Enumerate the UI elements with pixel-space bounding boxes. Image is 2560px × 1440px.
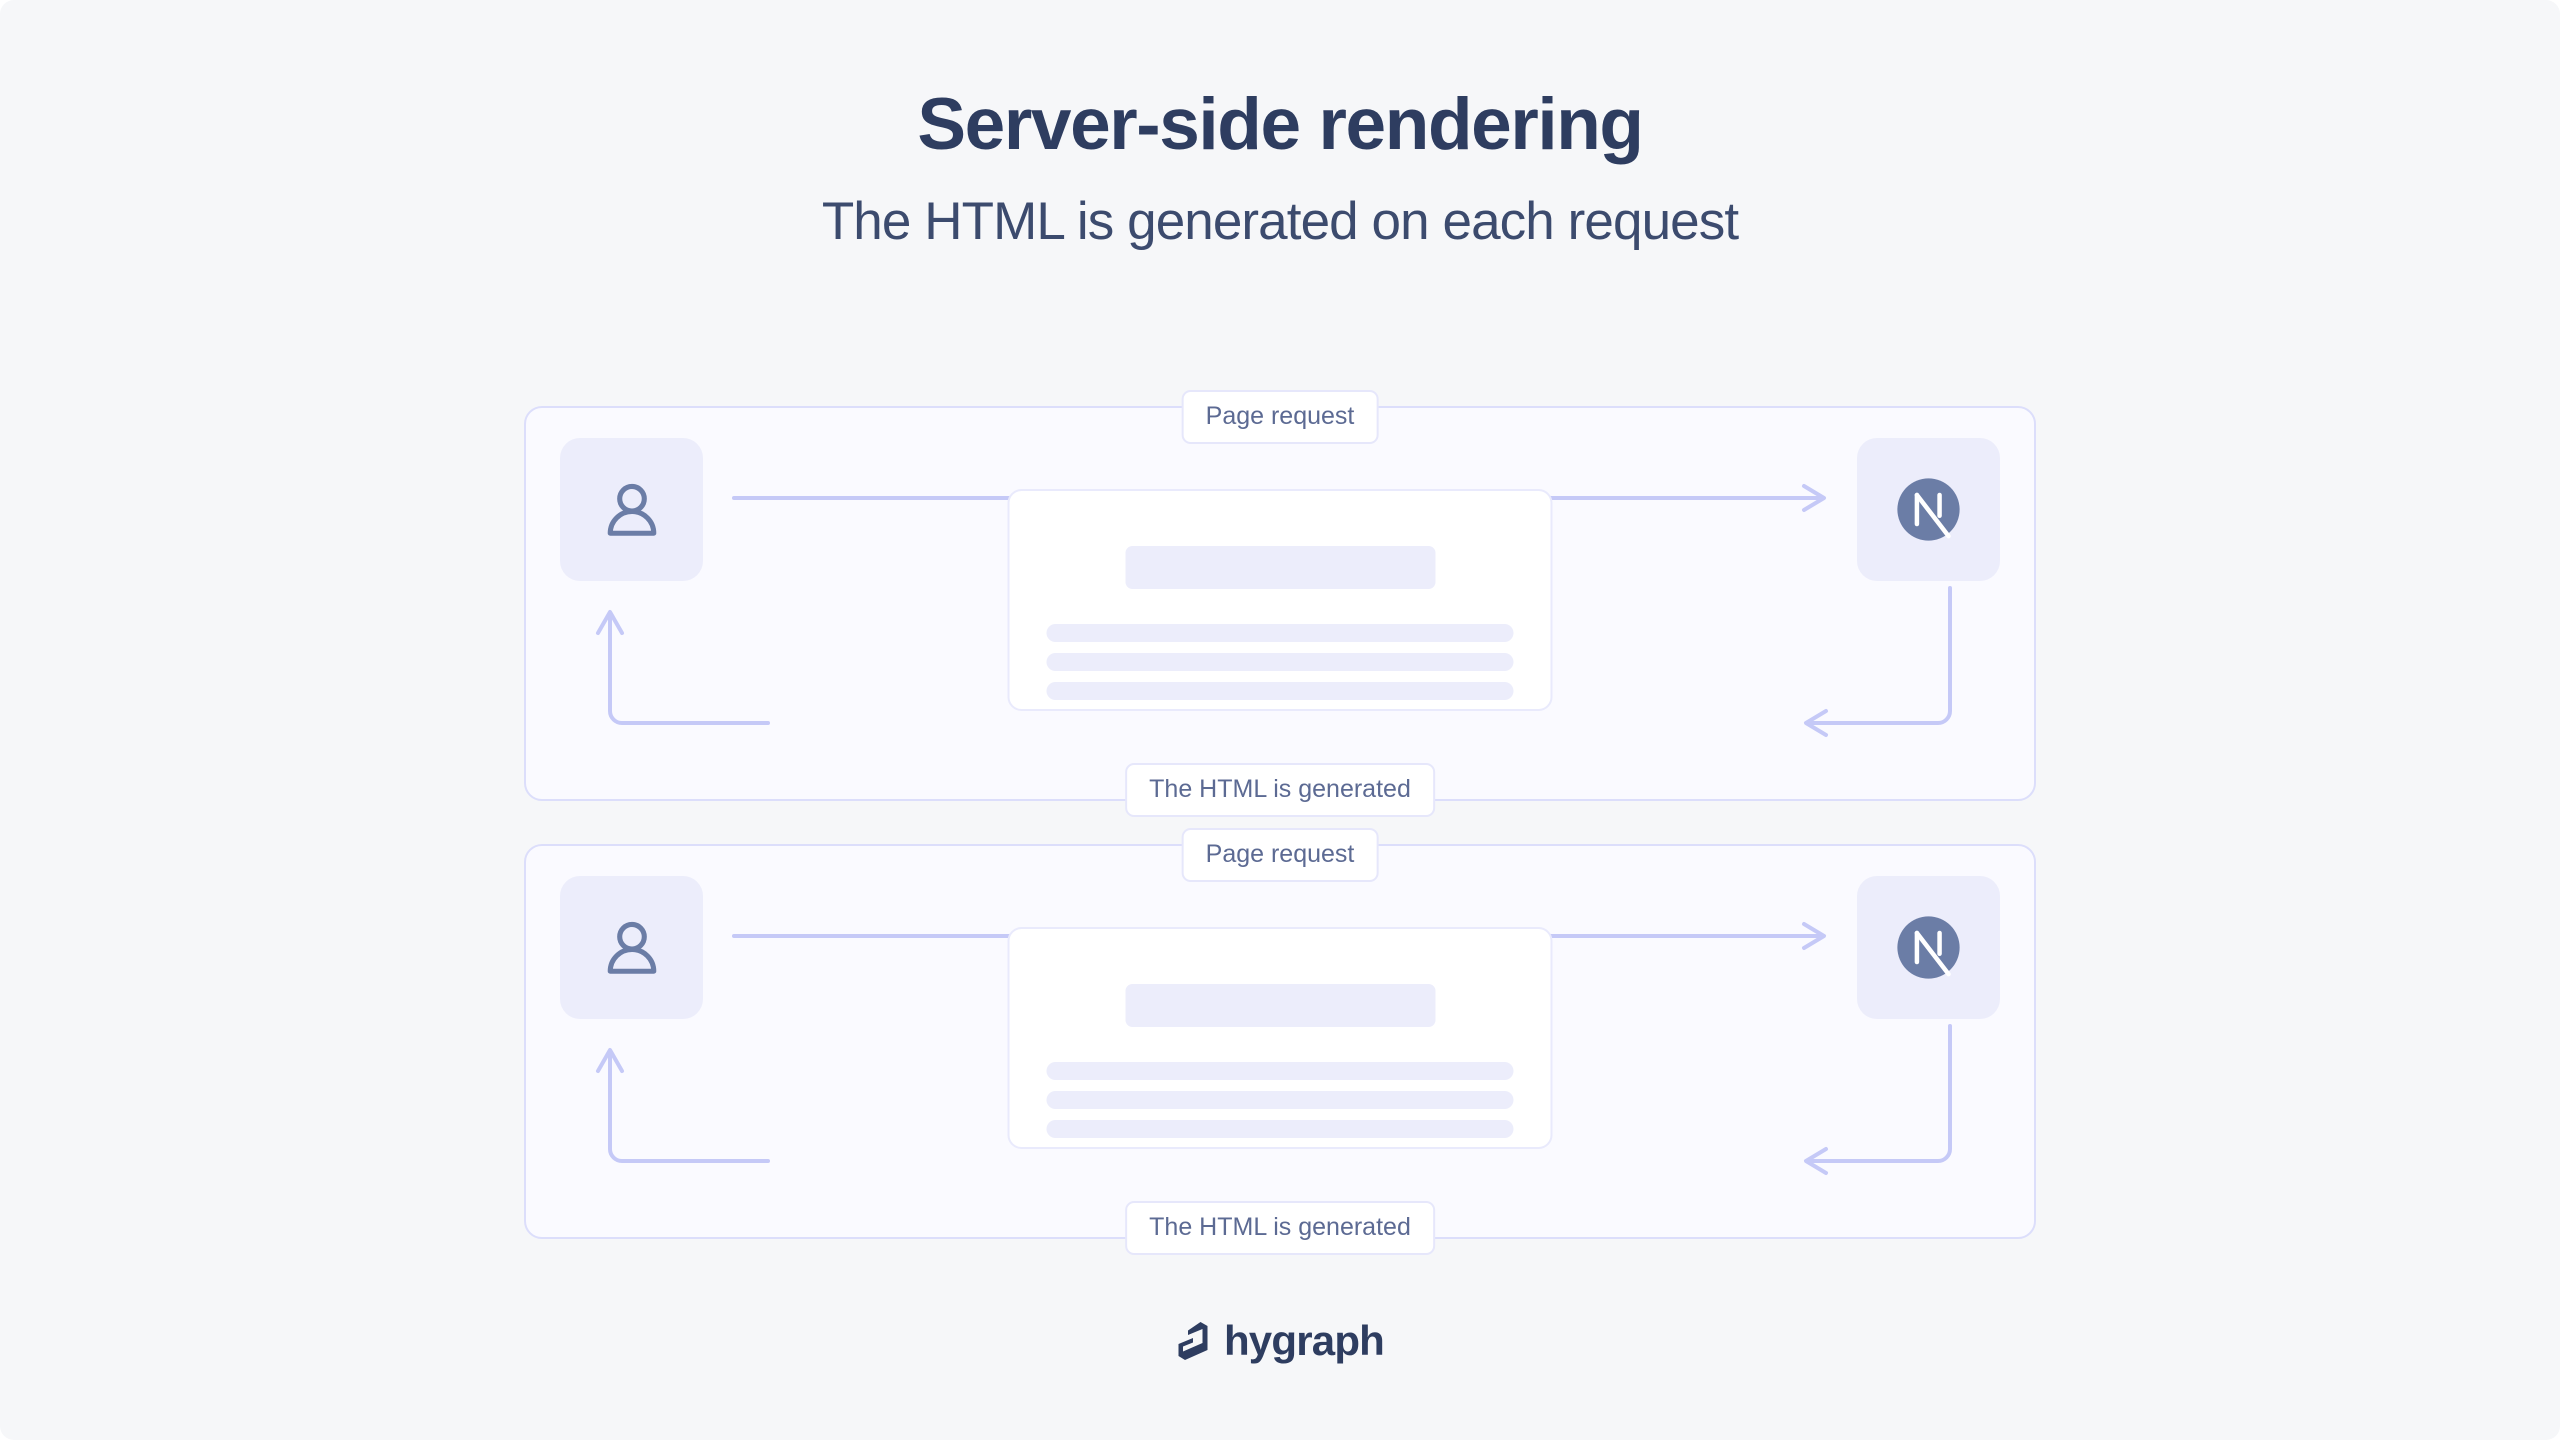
- rendered-document-2: [1007, 927, 1553, 1149]
- flow-panel-1: Page request The HTML is generated: [524, 390, 2036, 817]
- heading-block: Server-side rendering The HTML is genera…: [0, 84, 2560, 251]
- user-node-2: [560, 876, 703, 1019]
- footer-brand: hygraph: [0, 1320, 2560, 1362]
- document-line-skeleton: [1046, 624, 1514, 642]
- response-elbow-arrow-right-2: [1804, 1024, 1952, 1175]
- response-elbow-arrow-1: [596, 610, 770, 725]
- document-line-skeletons: [1046, 624, 1514, 700]
- document-line-skeleton: [1046, 1120, 1514, 1138]
- document-line-skeleton: [1046, 1091, 1514, 1109]
- server-node-1: [1857, 438, 2000, 581]
- response-label-2: The HTML is generated: [1125, 1201, 1435, 1255]
- request-label-1: Page request: [1181, 390, 1379, 444]
- brand-wordmark: hygraph: [1223, 1317, 1385, 1364]
- document-title-skeleton: [1125, 546, 1435, 589]
- nextjs-logo-icon: [1897, 478, 1960, 541]
- rendered-document-1: [1007, 489, 1553, 711]
- response-elbow-arrow-right-1: [1804, 586, 1952, 737]
- request-label-2: Page request: [1181, 828, 1379, 882]
- document-line-skeleton: [1046, 1062, 1514, 1080]
- hygraph-mark-icon: [1178, 1322, 1208, 1360]
- nextjs-logo-icon: [1897, 916, 1960, 979]
- user-icon: [607, 483, 656, 536]
- document-line-skeleton: [1046, 653, 1514, 671]
- page-subtitle: The HTML is generated on each request: [821, 191, 1739, 251]
- server-node-2: [1857, 876, 2000, 1019]
- page-title: Server-side rendering: [917, 84, 1644, 165]
- document-title-skeleton: [1125, 984, 1435, 1027]
- user-icon: [607, 921, 656, 974]
- response-label-1: The HTML is generated: [1125, 763, 1435, 817]
- user-node-1: [560, 438, 703, 581]
- document-line-skeletons: [1046, 1062, 1514, 1138]
- response-elbow-arrow-2: [596, 1048, 770, 1163]
- document-line-skeleton: [1046, 682, 1514, 700]
- flow-panel-2: Page request The HTML is generated: [524, 828, 2036, 1255]
